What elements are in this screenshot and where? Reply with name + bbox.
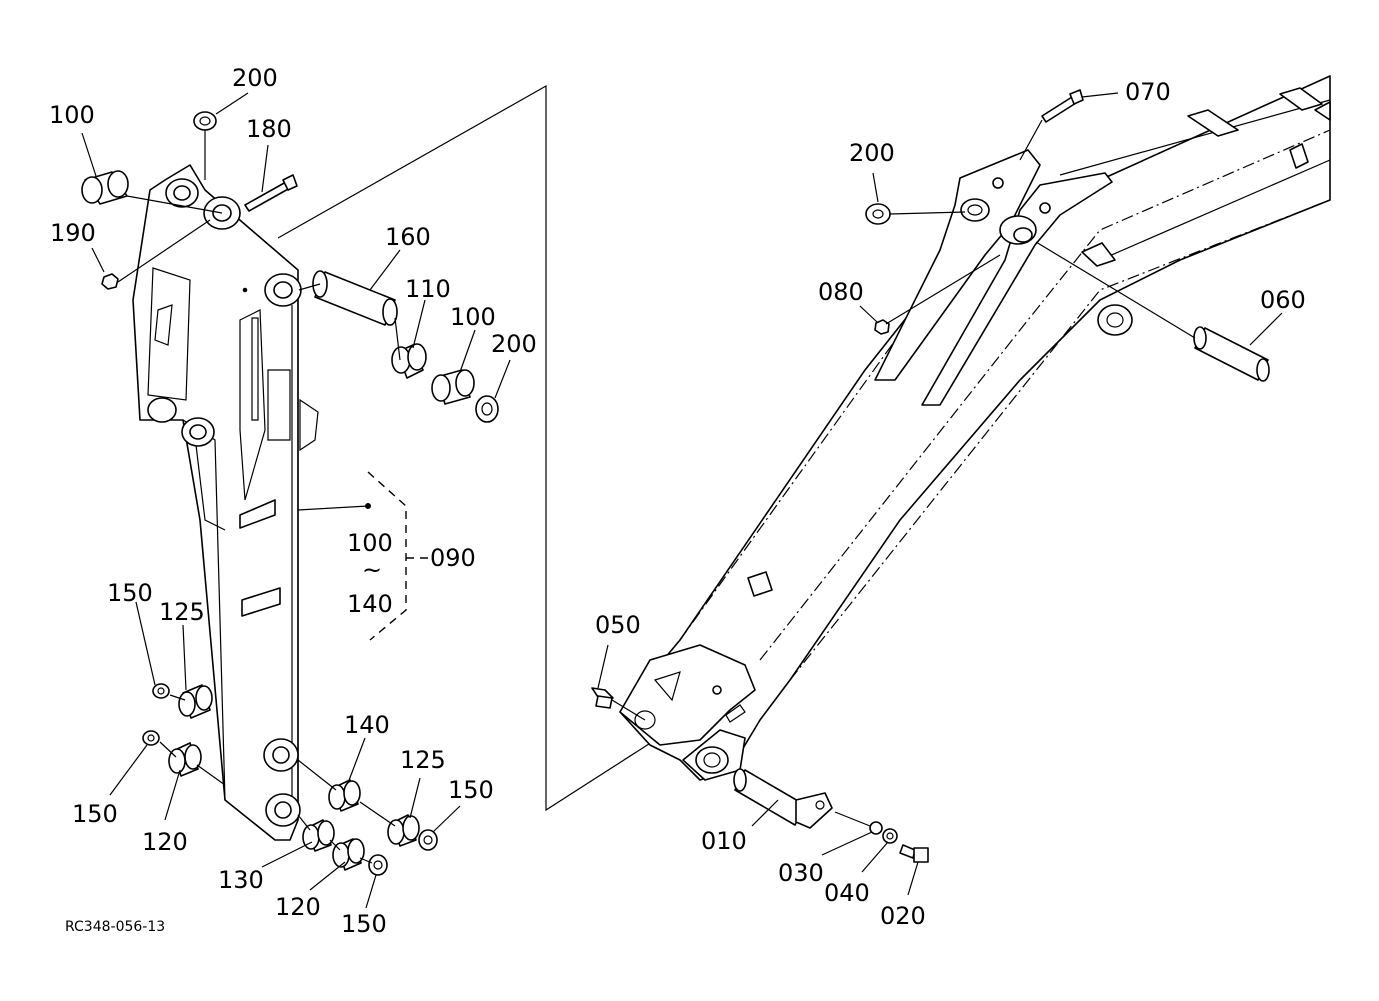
label-010: 010	[701, 827, 747, 855]
assembly-axis-lines-left	[117, 130, 401, 864]
arm-detail-view	[132, 164, 319, 841]
label-set-to: 140	[347, 590, 393, 618]
label-125-a: 125	[159, 598, 205, 626]
bushing-110	[391, 343, 427, 379]
washer-150-c	[418, 829, 438, 851]
label-100-top: 100	[49, 101, 95, 129]
washer-030	[869, 821, 883, 835]
nut-080	[874, 319, 890, 335]
set-bracket-090	[367, 471, 428, 641]
label-090: 090	[430, 544, 476, 572]
pin-160	[312, 270, 398, 326]
bushing-120-b	[332, 838, 365, 871]
label-110: 110	[405, 275, 451, 303]
label-120-b: 120	[275, 893, 321, 921]
label-030: 030	[778, 859, 824, 887]
label-150-c: 150	[448, 776, 494, 804]
label-200-top: 200	[232, 64, 278, 92]
washer-200-mid	[475, 395, 499, 423]
boom-assembly-view	[619, 75, 1331, 781]
label-200-right: 200	[849, 139, 895, 167]
label-125-b: 125	[400, 746, 446, 774]
bushing-120-a	[168, 742, 202, 777]
bolt-180	[244, 174, 298, 212]
bushing-125-b	[387, 814, 420, 847]
washer-200-top	[193, 111, 217, 131]
label-150-d: 150	[341, 910, 387, 938]
label-set-tilde: ~	[362, 556, 382, 584]
bolt-070	[1041, 89, 1084, 123]
label-180: 180	[246, 115, 292, 143]
leader-lines-right	[597, 92, 1283, 896]
grease-fitting-050	[591, 687, 614, 709]
label-060: 060	[1260, 286, 1306, 314]
assembly-axis-lines-right	[611, 119, 1196, 827]
nut-190	[101, 273, 119, 290]
bushing-125-a	[178, 684, 213, 719]
washer-040	[882, 828, 898, 844]
label-150-b: 150	[72, 800, 118, 828]
label-200-mid: 200	[491, 330, 537, 358]
washer-150-d	[368, 854, 388, 876]
washer-150-a	[152, 683, 170, 699]
label-150-a: 150	[107, 579, 153, 607]
drawing-reference: RC348-056-13	[65, 919, 165, 935]
washer-200-right	[865, 203, 891, 225]
bushing-100-mid	[431, 369, 475, 405]
label-set-from: 100	[347, 529, 393, 557]
leader-lines-left	[81, 92, 511, 909]
label-040: 040	[824, 879, 870, 907]
label-190: 190	[50, 219, 96, 247]
bushing-100-top	[81, 170, 129, 205]
label-130: 130	[218, 866, 264, 894]
label-140: 140	[344, 711, 390, 739]
label-120-a: 120	[142, 828, 188, 856]
label-160: 160	[385, 223, 431, 251]
detail-callout-frame	[277, 84, 653, 812]
label-020: 020	[880, 902, 926, 930]
label-070: 070	[1125, 78, 1171, 106]
washer-150-b	[142, 730, 160, 746]
part-labels: 200 100 180 190 160 110 100 200 100 ~ 14…	[49, 64, 1306, 938]
bolt-020	[899, 844, 929, 863]
label-080: 080	[818, 278, 864, 306]
pin-060	[1193, 326, 1270, 382]
pin-010	[733, 768, 833, 829]
label-100-mid: 100	[450, 303, 496, 331]
bushing-140	[328, 779, 361, 812]
label-050: 050	[595, 611, 641, 639]
bushing-130	[302, 819, 335, 852]
